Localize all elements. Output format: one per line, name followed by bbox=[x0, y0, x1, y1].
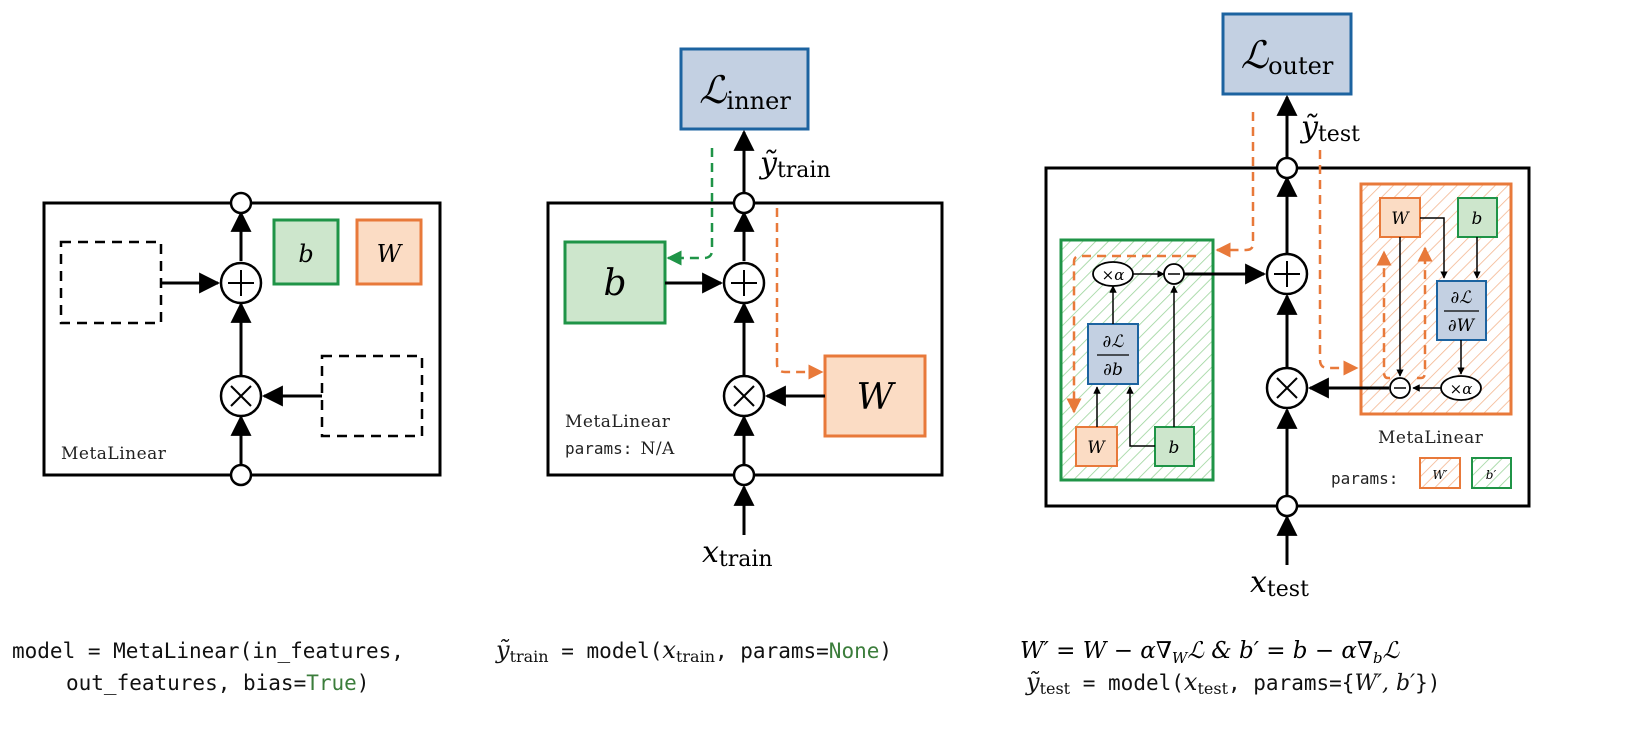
b-prime-swatch-label: b′ bbox=[1486, 468, 1497, 482]
outer-weight-gradient-arrow bbox=[1318, 150, 1359, 376]
weight-param-label: W bbox=[856, 377, 896, 418]
weight-param-box bbox=[823, 354, 927, 438]
bias-grad-box bbox=[1087, 323, 1139, 385]
multiply-node-icon bbox=[722, 374, 766, 418]
weight-meta-gradient-flow bbox=[1417, 246, 1433, 380]
bias-subtract-node-icon bbox=[1163, 263, 1185, 285]
bias-gradient-arrow bbox=[666, 148, 714, 266]
outer-loss-label: ℒouter bbox=[1241, 33, 1334, 80]
add-node-icon bbox=[1265, 252, 1309, 296]
outer-loss-box bbox=[1221, 12, 1353, 96]
b-prime-swatch bbox=[1471, 457, 1512, 489]
test-input-label: xtest bbox=[1250, 565, 1309, 602]
outer-bias-gradient-arrow bbox=[1215, 112, 1255, 258]
bias-grad-label: ∂ℒ∂b bbox=[1102, 332, 1124, 380]
weight-param-box bbox=[355, 218, 423, 286]
train-output-label: ỹtrain bbox=[758, 146, 831, 183]
add-node-icon bbox=[722, 261, 766, 305]
empty-weight-slot bbox=[320, 354, 424, 438]
input-port-icon bbox=[229, 463, 253, 487]
bias-param-label: b bbox=[603, 263, 626, 304]
add-node-icon bbox=[219, 261, 263, 305]
multiply-node-icon bbox=[219, 374, 263, 418]
outer-forward-code: ỹtest = model(xtest, params={W′, b′}) bbox=[1025, 668, 1440, 698]
init-code-line-1: model = MetaLinear(in_features, bbox=[12, 639, 404, 663]
update-equation: W′ = W − α∇Wℒ & b′ = b − α∇bℒ bbox=[1020, 638, 1400, 667]
inner-loss-label: ℒinner bbox=[699, 68, 791, 115]
test-output-label: ỹtest bbox=[1299, 110, 1360, 147]
inner-loss-box bbox=[679, 47, 810, 131]
weight-subtract-node-icon bbox=[1389, 377, 1411, 399]
weight-grad-label: ∂ℒ∂W bbox=[1448, 288, 1476, 336]
bias-weight-input-label: W bbox=[1087, 438, 1106, 458]
bias-scale-node-icon: ×α bbox=[1092, 261, 1134, 287]
weight-scale-node-icon: ×α bbox=[1440, 375, 1482, 401]
weight-input-label: W bbox=[1391, 209, 1410, 229]
multiply-node-icon bbox=[1265, 366, 1309, 410]
bias-input-label: b bbox=[1169, 438, 1180, 458]
input-port-icon bbox=[732, 463, 756, 487]
bias-meta-gradient-flow bbox=[1066, 254, 1196, 414]
module-label: MetaLinear bbox=[61, 444, 167, 464]
panel-3-outer-loop: ℒouter ∂ℒ∂b W b ×α bbox=[1020, 12, 1531, 698]
svg-text:×α: ×α bbox=[1450, 380, 1473, 398]
weight-gradient-arrow bbox=[775, 208, 824, 380]
weight-param-label: W bbox=[377, 240, 404, 268]
params-line: params:N/A bbox=[565, 439, 675, 459]
bias-param-box bbox=[272, 218, 340, 286]
w-prime-swatch-label: W′ bbox=[1432, 468, 1447, 482]
train-input-label: xtrain bbox=[702, 535, 773, 572]
inner-forward-code: ỹtrain = model(xtrain, params=None) bbox=[495, 636, 892, 666]
output-port-icon bbox=[1275, 156, 1299, 180]
init-code-line-2: out_features, bias=True) bbox=[66, 671, 369, 695]
output-port-icon bbox=[732, 191, 756, 215]
svg-text:×α: ×α bbox=[1102, 266, 1125, 284]
panel-2-inner-loop: ℒinner b W ỹtrain xtrain MetaLinear bbox=[495, 47, 944, 666]
output-port-icon bbox=[229, 191, 253, 215]
bias-param-label: b bbox=[298, 240, 313, 268]
weight-bias-input-label: b bbox=[1472, 209, 1483, 229]
w-prime-swatch bbox=[1419, 457, 1461, 489]
panel-1-metalinear-init: b W MetaLinear model = MetaLinear(in_fea… bbox=[12, 191, 442, 695]
params-label: params: bbox=[1331, 469, 1398, 488]
input-port-icon bbox=[1275, 494, 1299, 518]
module-label: MetaLinear bbox=[565, 412, 671, 432]
weight-bias-input-box bbox=[1457, 197, 1498, 238]
empty-bias-slot bbox=[59, 240, 163, 325]
module-label: MetaLinear bbox=[1378, 428, 1484, 448]
bias-param-box bbox=[563, 240, 667, 325]
